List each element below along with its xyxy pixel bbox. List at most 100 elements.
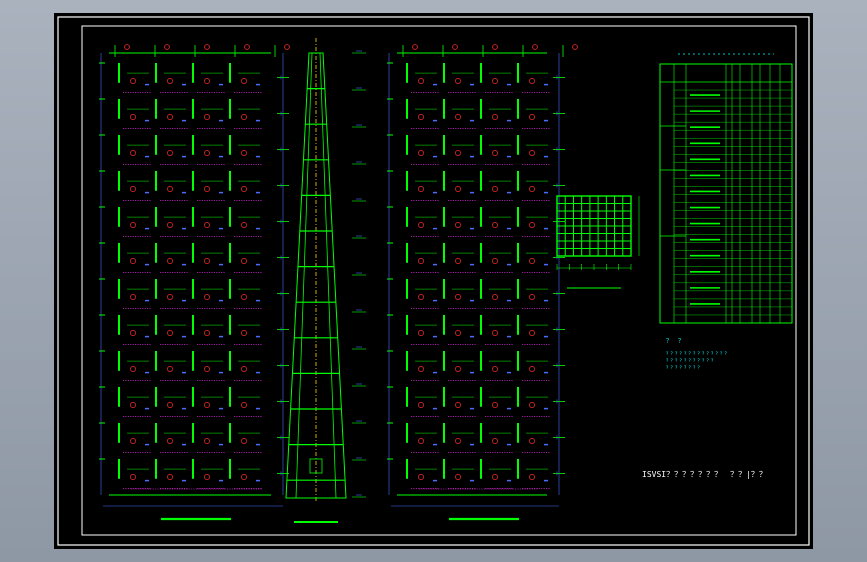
column-marker xyxy=(241,294,247,300)
column-marker xyxy=(492,78,498,84)
column-marker xyxy=(130,222,136,228)
column-marker xyxy=(529,78,535,84)
note-heading: ？ ？ xyxy=(666,338,684,345)
column-marker xyxy=(167,402,173,408)
axis-bubble xyxy=(572,44,578,50)
axis-bubble xyxy=(412,44,418,50)
column-marker xyxy=(455,438,461,444)
column-marker xyxy=(167,186,173,192)
column-marker xyxy=(492,402,498,408)
column-marker xyxy=(418,294,424,300)
column-marker xyxy=(130,150,136,156)
column-marker xyxy=(492,330,498,336)
column-marker xyxy=(529,114,535,120)
title-block-text: ISVSI？？？？？？？ ？？|？？ xyxy=(642,470,767,479)
column-marker xyxy=(130,438,136,444)
column-marker xyxy=(167,366,173,372)
column-marker xyxy=(241,438,247,444)
column-marker xyxy=(167,330,173,336)
column-marker xyxy=(529,222,535,228)
axis-bubble xyxy=(532,44,538,50)
column-marker xyxy=(529,474,535,480)
note-line-3: ？？？？？？？？ xyxy=(666,365,702,371)
column-marker xyxy=(167,258,173,264)
column-marker xyxy=(492,294,498,300)
note-line-1: ？？？？？？？？？？？？？？ xyxy=(666,351,729,357)
column-marker xyxy=(418,402,424,408)
column-marker xyxy=(455,258,461,264)
column-marker xyxy=(130,366,136,372)
column-marker xyxy=(204,330,210,336)
outer-frame xyxy=(57,16,810,546)
column-marker xyxy=(492,474,498,480)
axis-bubble xyxy=(452,44,458,50)
column-marker xyxy=(130,258,136,264)
schedule-table xyxy=(659,53,793,324)
column-marker xyxy=(241,258,247,264)
column-marker xyxy=(204,294,210,300)
column-marker xyxy=(418,474,424,480)
tower-section xyxy=(285,38,366,523)
column-marker xyxy=(204,366,210,372)
column-marker xyxy=(167,114,173,120)
column-marker xyxy=(455,402,461,408)
column-marker xyxy=(167,438,173,444)
column-marker xyxy=(241,78,247,84)
column-marker xyxy=(130,114,136,120)
column-marker xyxy=(492,366,498,372)
column-marker xyxy=(130,294,136,300)
column-marker xyxy=(418,222,424,228)
column-marker xyxy=(455,222,461,228)
column-marker xyxy=(130,474,136,480)
column-marker xyxy=(529,294,535,300)
column-marker xyxy=(418,150,424,156)
cad-viewport[interactable]: ？ ？ ？？？？？？？？？？？？？？ ？？？？？？？？？？？ ？？？？？？？？ … xyxy=(54,13,813,549)
column-marker xyxy=(130,78,136,84)
tower-inner xyxy=(295,52,337,499)
column-marker xyxy=(529,366,535,372)
grid-detail xyxy=(556,195,640,289)
column-marker xyxy=(418,258,424,264)
axis-bubble xyxy=(124,44,130,50)
column-marker xyxy=(418,78,424,84)
column-marker xyxy=(241,330,247,336)
column-marker xyxy=(167,474,173,480)
column-marker xyxy=(492,438,498,444)
column-marker xyxy=(455,114,461,120)
column-marker xyxy=(418,186,424,192)
column-marker xyxy=(455,78,461,84)
elevation-plan-left xyxy=(99,44,290,521)
column-marker xyxy=(455,474,461,480)
column-marker xyxy=(241,222,247,228)
drawing-sheet: ？ ？ ？？？？？？？？？？？？？？ ？？？？？？？？？？？ ？？？？？？？？ … xyxy=(57,16,810,546)
column-marker xyxy=(204,78,210,84)
column-marker xyxy=(418,330,424,336)
column-marker xyxy=(529,150,535,156)
axis-bubble xyxy=(244,44,250,50)
axis-bubble xyxy=(492,44,498,50)
column-marker xyxy=(529,330,535,336)
column-marker xyxy=(130,186,136,192)
inner-frame xyxy=(81,25,797,536)
elevation-plan-right xyxy=(387,44,578,521)
column-marker xyxy=(204,222,210,228)
column-marker xyxy=(418,114,424,120)
column-marker xyxy=(204,150,210,156)
column-marker xyxy=(204,258,210,264)
column-marker xyxy=(241,366,247,372)
column-marker xyxy=(241,186,247,192)
column-marker xyxy=(529,258,535,264)
column-marker xyxy=(455,186,461,192)
column-marker xyxy=(492,150,498,156)
column-marker xyxy=(204,402,210,408)
column-marker xyxy=(241,150,247,156)
column-marker xyxy=(204,438,210,444)
column-marker xyxy=(529,438,535,444)
column-marker xyxy=(167,222,173,228)
column-marker xyxy=(418,438,424,444)
column-marker xyxy=(204,186,210,192)
tower-door xyxy=(309,458,323,474)
column-marker xyxy=(529,402,535,408)
axis-bubble xyxy=(164,44,170,50)
column-marker xyxy=(492,186,498,192)
